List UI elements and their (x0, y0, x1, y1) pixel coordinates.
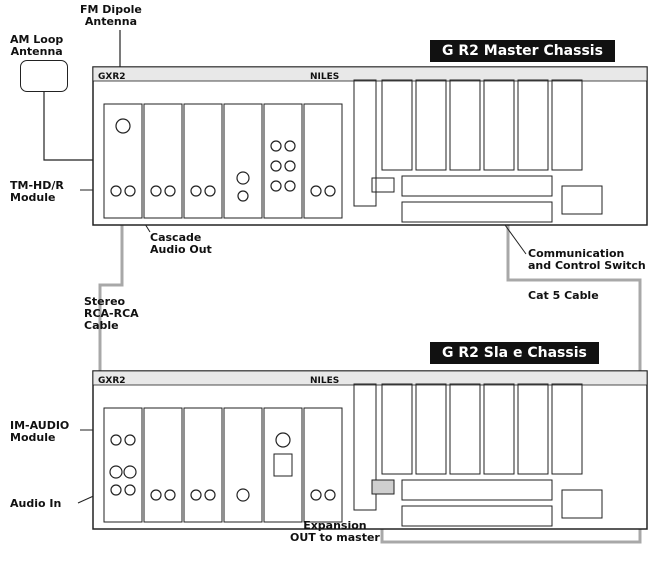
slave-zone-outputs (353, 383, 583, 511)
slave-chassis-title: G R2 Sla e Chassis (430, 342, 599, 364)
master-rca-jacks (110, 118, 336, 202)
master-maker-logo: NILES (310, 72, 339, 82)
master-chassis-panel: GXR2 NILES (92, 66, 648, 226)
expansion-label: Expansion OUT to master (290, 519, 380, 544)
tm-module-label: TM-HD/R Module (10, 179, 64, 204)
master-slots (103, 103, 343, 219)
stereo-rca-label: Stereo RCA-RCA Cable (84, 295, 139, 332)
master-chassis-title: G R2 Master Chassis (430, 40, 615, 62)
slave-slots (103, 407, 343, 523)
im-audio-label: IM-AUDIO Module (10, 419, 70, 444)
slave-maker-logo: NILES (310, 376, 339, 386)
fm-dipole-label: FM Dipole Antenna (80, 3, 142, 28)
cat5-label: Cat 5 Cable (528, 289, 599, 302)
am-loop-label: AM Loop Antenna (10, 33, 64, 58)
slave-brand-logo: GXR2 (98, 376, 126, 386)
comm-switch-label: Communication and Control Switch (528, 247, 646, 272)
master-control-ports (371, 175, 603, 223)
slave-chassis-panel: GXR2 NILES (92, 370, 648, 530)
comm-switch-leader (504, 224, 527, 255)
slave-rca-jacks (109, 432, 336, 502)
slave-video-port (273, 453, 293, 477)
audio-in-label: Audio In (10, 497, 62, 510)
cascade-label: Cascade Audio Out (150, 231, 212, 256)
master-brand-logo: GXR2 (98, 72, 126, 82)
slave-control-ports (371, 479, 603, 527)
am-loop-antenna (20, 60, 68, 92)
master-zone-outputs (353, 79, 583, 207)
